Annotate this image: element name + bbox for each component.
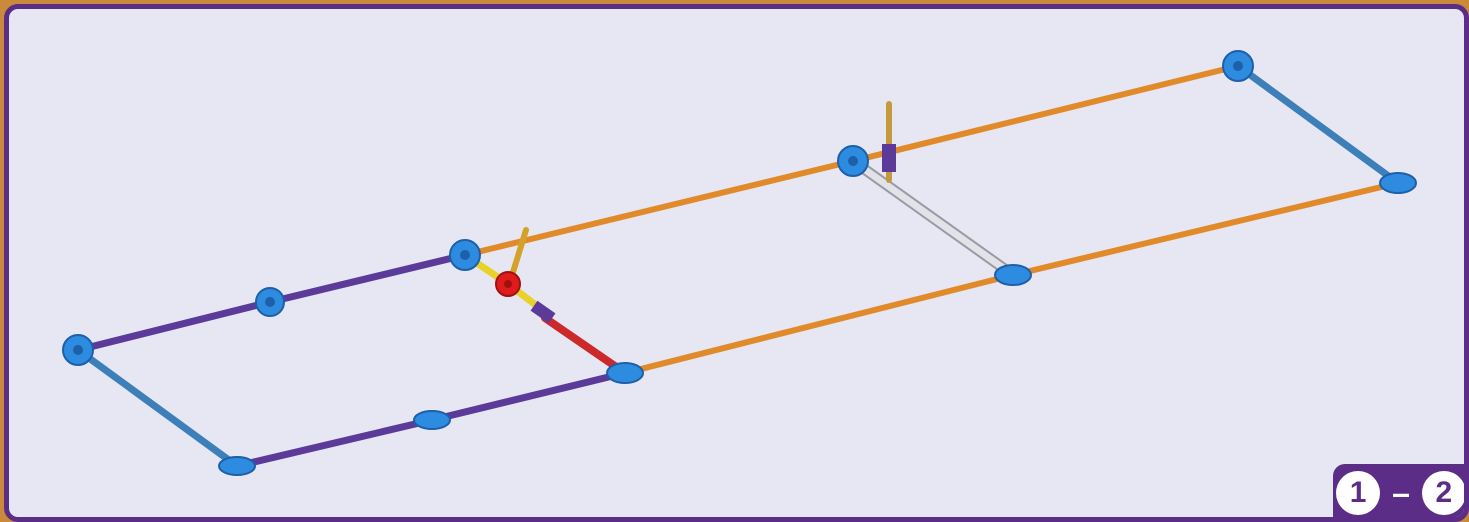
- connector-blue: [413, 410, 451, 430]
- connector-blue: [1379, 172, 1417, 194]
- connector-blue: [62, 334, 94, 366]
- purple-clip: [882, 144, 896, 172]
- rod-red: [541, 314, 629, 377]
- step-to: 2: [1421, 471, 1464, 515]
- connector-blue: [1222, 50, 1254, 82]
- rod-orange: [1010, 180, 1401, 278]
- rods: [74, 62, 1402, 470]
- connectors: [62, 50, 1417, 476]
- purple-clip: [530, 300, 556, 324]
- instruction-panel: 1 – 2: [4, 4, 1469, 522]
- step-badge: 1 – 2: [1333, 464, 1464, 517]
- connector-blue: [449, 239, 481, 271]
- connector-blue: [606, 362, 644, 384]
- rod-white: [849, 157, 1017, 279]
- connector-blue: [218, 456, 256, 476]
- rod-purple: [428, 369, 629, 424]
- build-diagram: [62, 50, 1417, 476]
- rod-blue: [74, 346, 241, 470]
- rod-purple: [233, 416, 436, 470]
- rod-orange: [462, 158, 856, 258]
- connector-blue: [994, 264, 1032, 286]
- rod-purple: [74, 298, 274, 354]
- step-separator: –: [1392, 475, 1410, 511]
- rod-orange: [622, 272, 1016, 376]
- rod-purple: [266, 251, 469, 306]
- step-from: 1: [1336, 471, 1381, 515]
- connector-red: [495, 271, 521, 297]
- connector-blue: [837, 145, 869, 177]
- connector-blue: [255, 287, 285, 317]
- rod-blue: [1234, 62, 1402, 187]
- rod-orange: [850, 63, 1241, 164]
